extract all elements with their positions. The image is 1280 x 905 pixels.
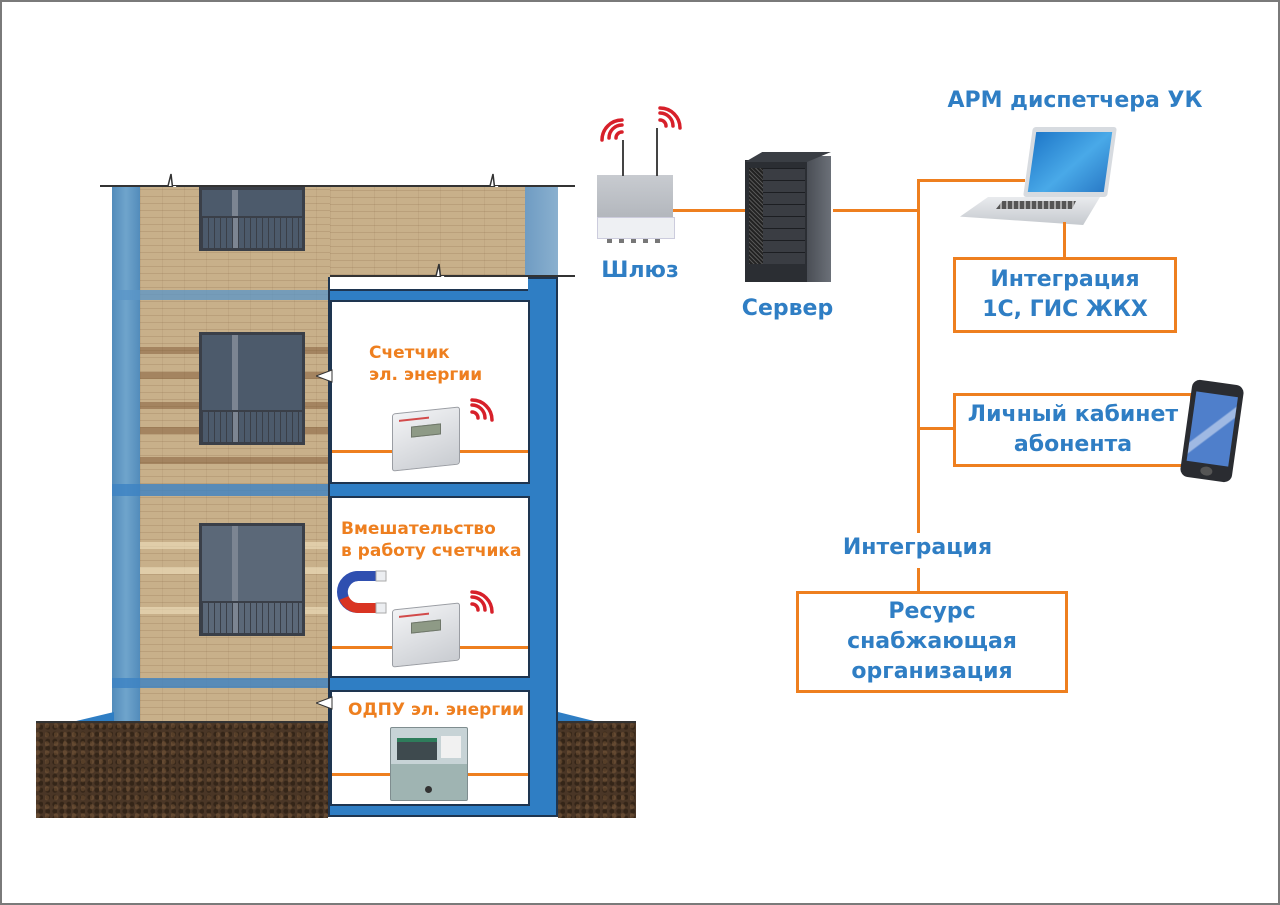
connection-trunk	[917, 179, 920, 533]
magnet-icon	[337, 570, 387, 614]
server-icon	[745, 152, 833, 284]
wifi-signal-icon	[470, 398, 494, 422]
building-window	[199, 332, 305, 445]
section-break-line	[330, 275, 575, 277]
connection-line	[833, 209, 919, 212]
dispatcher-label: АРМ диспетчера УК	[947, 88, 1203, 113]
floor-slab	[112, 678, 330, 688]
wifi-signal-icon	[470, 590, 494, 614]
subscriber-cabinet-box: Личный кабинет абонента	[953, 393, 1193, 467]
callout-pointer	[316, 369, 333, 383]
wifi-signal-icon	[658, 106, 682, 130]
building-wall-right-upper	[525, 187, 558, 275]
ground-soil	[36, 721, 328, 818]
connection-line	[1063, 222, 1066, 260]
section-break-line	[100, 185, 575, 187]
connection-line	[673, 209, 747, 212]
building-facade	[140, 187, 330, 722]
building-window	[199, 523, 305, 636]
floor-slab	[112, 290, 330, 300]
ground-soil	[558, 721, 636, 818]
common-meter-label: ОДПУ эл. энергии	[348, 700, 524, 720]
connection-line	[917, 179, 1025, 182]
gateway-antenna	[622, 140, 624, 176]
tamper-label: Вмешательство в работу счетчика	[341, 519, 522, 561]
common-meter-icon	[390, 727, 468, 801]
electric-meter-icon	[392, 406, 460, 472]
electric-meter-icon	[392, 602, 460, 668]
laptop-icon	[960, 127, 1117, 232]
callout-pointer	[316, 696, 333, 710]
cutaway-top-strip	[330, 277, 528, 291]
connection-line	[917, 427, 955, 430]
building-wall-left	[112, 187, 140, 722]
gateway-antenna	[656, 128, 658, 176]
floor-slab	[112, 484, 330, 496]
connection-line	[917, 568, 920, 594]
server-label: Сервер	[741, 296, 834, 321]
building-facade-upper	[330, 187, 525, 275]
foundation-ledge	[72, 712, 114, 722]
gateway-icon	[597, 175, 675, 245]
building-window	[199, 187, 305, 251]
integration-1c-box: Интеграция 1С, ГИС ЖКХ	[953, 257, 1177, 333]
wifi-signal-icon	[600, 118, 624, 142]
gateway-label: Шлюз	[601, 258, 679, 283]
foundation-ledge	[558, 712, 598, 722]
supply-organization-box: Ресурс снабжающая организация	[796, 591, 1068, 693]
integration-label: Интеграция	[830, 533, 1005, 563]
meter-label: Счетчик эл. энергии	[369, 343, 483, 385]
